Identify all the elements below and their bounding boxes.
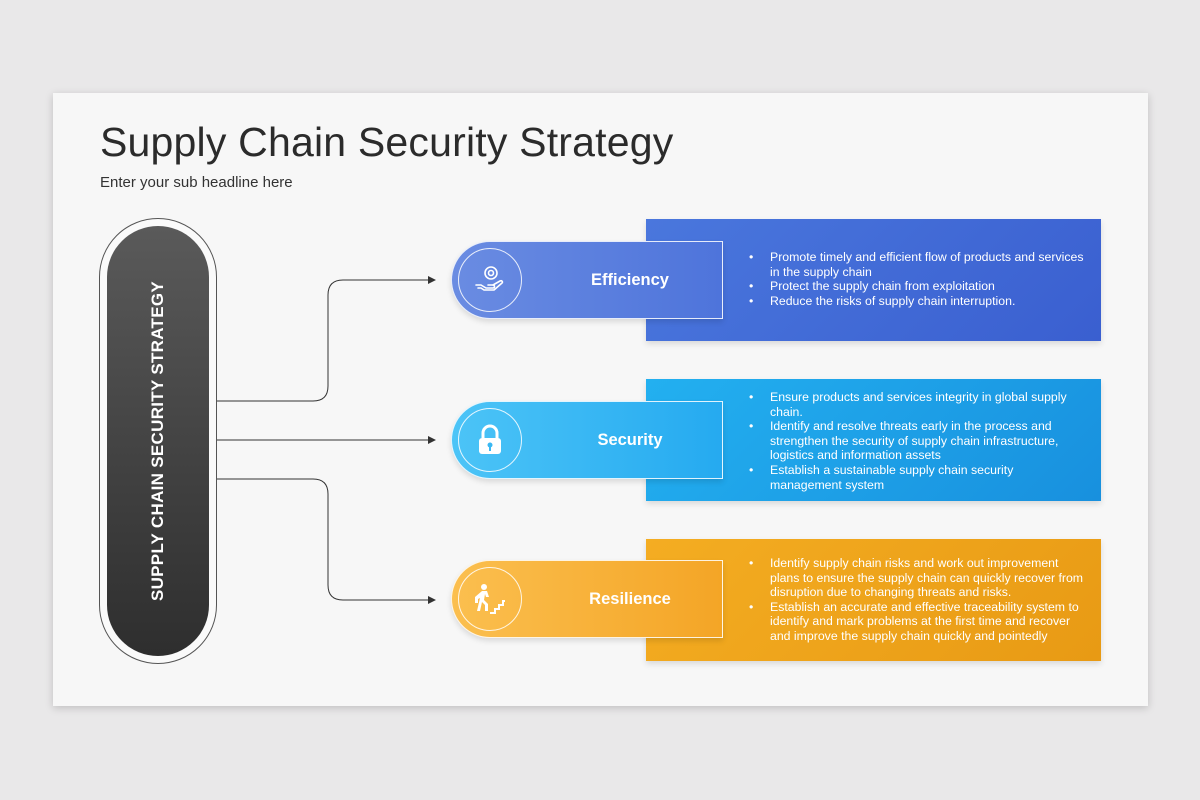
list-item: Identify and resolve threats early in th… bbox=[749, 419, 1084, 463]
efficiency-tag: Efficiency bbox=[451, 241, 723, 319]
connector-lines bbox=[217, 276, 436, 604]
page-subtitle: Enter your sub headline here bbox=[100, 174, 293, 191]
lock-icon bbox=[458, 408, 522, 472]
page-title: Supply Chain Security Strategy bbox=[100, 119, 674, 165]
list-item: Establish a sustainable supply chain sec… bbox=[749, 463, 1084, 492]
efficiency-label: Efficiency bbox=[591, 271, 669, 289]
security-label: Security bbox=[597, 431, 663, 449]
list-item: Identify supply chain risks and work out… bbox=[749, 556, 1084, 600]
list-item: Establish an accurate and effective trac… bbox=[749, 600, 1084, 644]
slide: Supply Chain Security Strategy Enter you… bbox=[53, 93, 1148, 706]
efficiency-bullets: Promote timely and efficient flow of pro… bbox=[749, 250, 1084, 308]
security-bullets: Ensure products and services integrity i… bbox=[749, 390, 1084, 492]
climbing-stairs-icon bbox=[458, 567, 522, 631]
connector-resilience bbox=[217, 478, 436, 604]
resilience-bullets: Identify supply chain risks and work out… bbox=[749, 556, 1084, 644]
resilience-label: Resilience bbox=[589, 590, 671, 608]
resilience-tag: Resilience bbox=[451, 560, 723, 638]
list-item: Ensure products and services integrity i… bbox=[749, 390, 1084, 419]
security-tag: Security bbox=[451, 401, 723, 479]
list-item: Promote timely and efficient flow of pro… bbox=[749, 250, 1084, 279]
center-pill bbox=[107, 226, 209, 656]
connector-efficiency bbox=[217, 276, 436, 402]
list-item: Reduce the risks of supply chain interru… bbox=[749, 294, 1084, 309]
list-item: Protect the supply chain from exploitati… bbox=[749, 279, 1084, 294]
hand-coin-icon bbox=[458, 248, 522, 312]
